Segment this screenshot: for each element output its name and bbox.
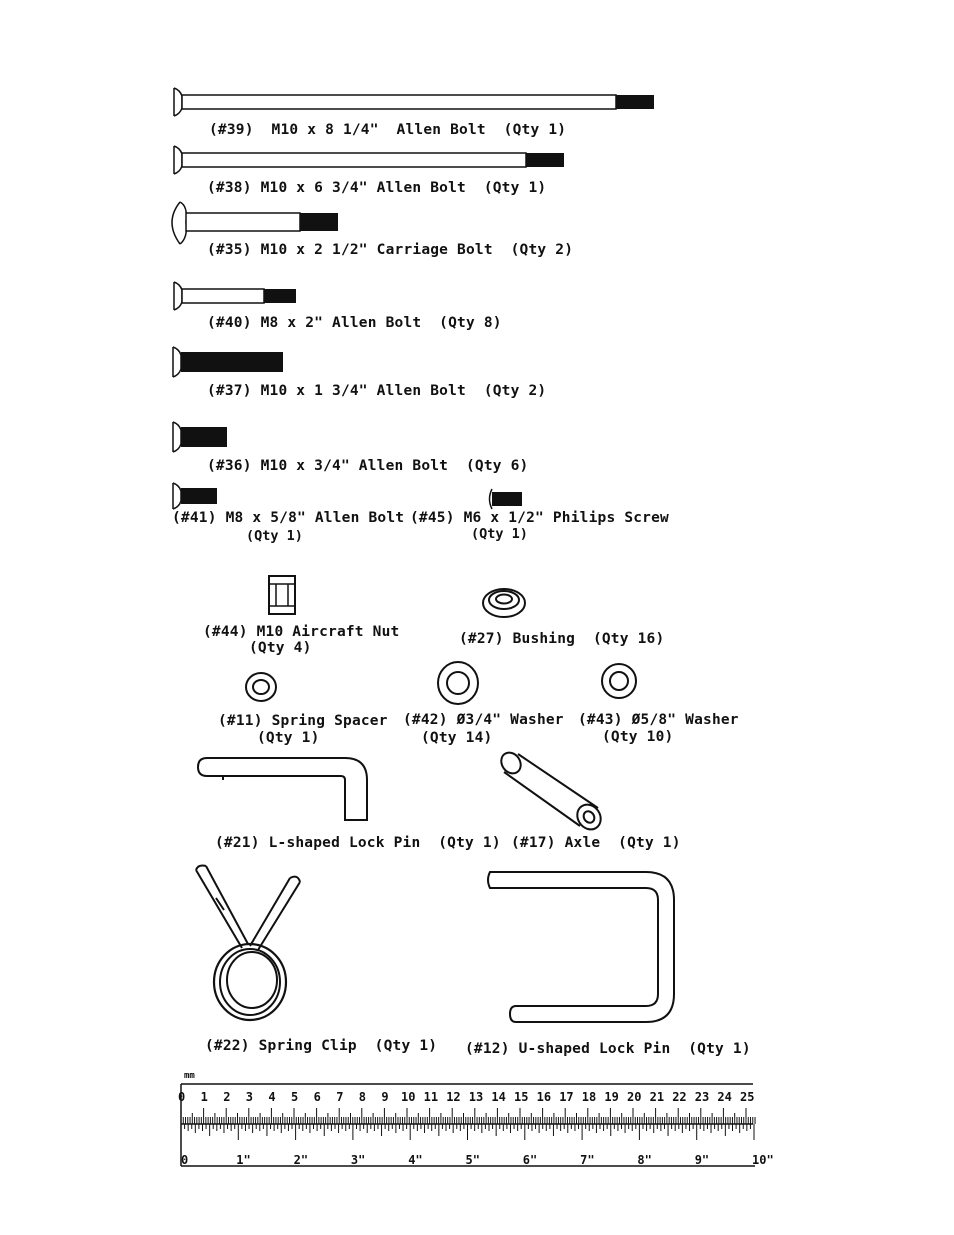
ruler-mm-label: 22 (672, 1090, 686, 1104)
ruler-mm-label: 10 (401, 1090, 415, 1104)
label-l-shaped-lock-pin-21: (#21) L-shaped Lock Pin (Qty 1) (215, 835, 501, 851)
label-allen-bolt-37: (#37) M10 x 1 3/4" Allen Bolt (Qty 2) (207, 383, 547, 399)
ruler-mm-label: 3 (246, 1090, 253, 1104)
ruler-mm-label: 23 (695, 1090, 709, 1104)
ruler-mm-label: 17 (559, 1090, 573, 1104)
label-allen-bolt-36: (#36) M10 x 3/4" Allen Bolt (Qty 6) (207, 458, 529, 474)
ruler-mm-ticks (180, 1108, 756, 1124)
ruler-mm-label: 2 (223, 1090, 230, 1104)
ruler-mm-label: 1 (201, 1090, 208, 1104)
allen-bolt-39-drawing (173, 87, 654, 117)
label-allen-bolt-41: (#41) M8 x 5/8" Allen Bolt (172, 510, 405, 526)
axle-17-drawing (500, 751, 602, 831)
label-axle-17: (#17) Axle (Qty 1) (511, 835, 681, 851)
ruler-mm-label: 11 (424, 1090, 438, 1104)
label-spring-clip-22: (#22) Spring Clip (Qty 1) (205, 1038, 438, 1054)
allen-bolt-37-drawing (172, 346, 283, 378)
ruler-inch-ticks (180, 1124, 755, 1140)
qty-philips-screw-45: (Qty 1) (471, 526, 528, 542)
label-bushing-27: (#27) Bushing (Qty 16) (459, 631, 665, 647)
qty-washer-42: (Qty 14) (421, 730, 493, 746)
washer-43-drawing (601, 663, 637, 699)
ruler-inch-label: 3" (351, 1153, 365, 1167)
ruler-inch-label: 9" (695, 1153, 709, 1167)
ruler-inch-label: 0 (181, 1153, 188, 1167)
qty-washer-43: (Qty 10) (602, 729, 674, 745)
label-aircraft-nut-44: (#44) M10 Aircraft Nut (203, 624, 400, 640)
ruler-unit-mm: mm (184, 1071, 195, 1081)
ruler-mm-label: 13 (469, 1090, 483, 1104)
ruler-mm-label: 12 (446, 1090, 460, 1104)
washer-42-drawing (437, 661, 479, 705)
aircraft-nut-44-drawing (268, 575, 296, 615)
qty-allen-bolt-41: (Qty 1) (246, 528, 303, 544)
ruler-mm-label: 18 (582, 1090, 596, 1104)
label-allen-bolt-38: (#38) M10 x 6 3/4" Allen Bolt (Qty 1) (207, 180, 547, 196)
ruler-inch-label: 6" (523, 1153, 537, 1167)
ruler-mm-label: 14 (491, 1090, 505, 1104)
label-spring-spacer-11: (#11) Spring Spacer (218, 713, 388, 729)
ruler-mm-label: 8 (359, 1090, 366, 1104)
ruler-inch-label: 2" (294, 1153, 308, 1167)
ruler-inch-label: 1" (236, 1153, 250, 1167)
label-u-shaped-lock-pin-12: (#12) U-shaped Lock Pin (Qty 1) (465, 1041, 751, 1057)
label-washer-42: (#42) Ø3/4" Washer (403, 712, 564, 728)
ruler-mm-label: 0 (178, 1090, 185, 1104)
ruler-mm-label: 16 (537, 1090, 551, 1104)
ruler-mm-label: 15 (514, 1090, 528, 1104)
l-shaped-lock-pin-21-drawing (196, 757, 368, 821)
ruler-inch-label: 4" (408, 1153, 422, 1167)
ruler-mm-label: 5 (291, 1090, 298, 1104)
u-shaped-lock-pin-12-drawing (487, 871, 675, 1023)
allen-bolt-41-drawing (172, 482, 217, 510)
ruler-mm-label: 24 (717, 1090, 731, 1104)
bushing-27-drawing (482, 588, 526, 618)
ruler-inch-label: 5" (466, 1153, 480, 1167)
ruler-inch-label: 10" (752, 1153, 774, 1167)
ruler-mm-label: 20 (627, 1090, 641, 1104)
qty-spring-spacer-11: (Qty 1) (257, 730, 320, 746)
label-washer-43: (#43) Ø5/8" Washer (578, 712, 739, 728)
allen-bolt-38-drawing (173, 145, 564, 175)
philips-screw-45-drawing (488, 488, 522, 510)
label-carriage-bolt-35: (#35) M10 x 2 1/2" Carriage Bolt (Qty 2) (207, 242, 574, 258)
ruler-inch-label: 8" (637, 1153, 651, 1167)
allen-bolt-40-drawing (173, 281, 296, 311)
carriage-bolt-35-drawing (171, 201, 338, 245)
ruler-mm-label: 19 (604, 1090, 618, 1104)
ruler-mm-label: 21 (650, 1090, 664, 1104)
ruler-inch-labels: 0 1" 2" 3" 4" 5" 6" 7" 8" 9" 10" (181, 1153, 774, 1167)
ruler-mm-label: 7 (336, 1090, 343, 1104)
label-allen-bolt-39: (#39) M10 x 8 1/4" Allen Bolt (Qty 1) (209, 122, 567, 138)
ruler-inch-label: 7" (580, 1153, 594, 1167)
ruler-mm-label: 4 (268, 1090, 275, 1104)
label-philips-screw-45: (#45) M6 x 1/2" Philips Screw (410, 510, 669, 526)
allen-bolt-36-drawing (172, 421, 227, 453)
ruler-mm-label: 6 (314, 1090, 321, 1104)
ruler-mm-label: 25 (740, 1090, 754, 1104)
label-allen-bolt-40: (#40) M8 x 2" Allen Bolt (Qty 8) (207, 315, 502, 331)
spring-clip-22-drawing (195, 864, 301, 1022)
qty-aircraft-nut-44: (Qty 4) (249, 640, 312, 656)
spring-spacer-11-drawing (245, 672, 277, 702)
ruler-mm-label: 9 (381, 1090, 388, 1104)
